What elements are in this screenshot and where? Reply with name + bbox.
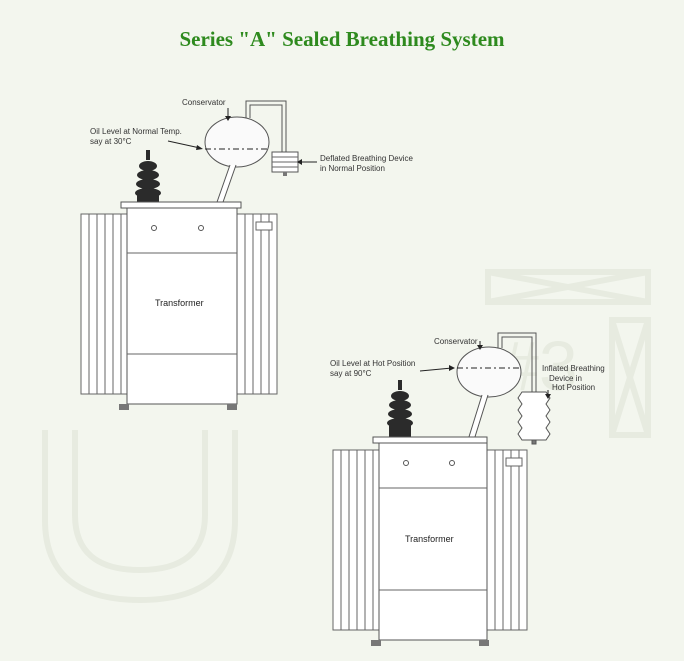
right-radiator	[486, 449, 528, 631]
transformer-tank	[378, 442, 488, 641]
device-label-line1: Inflated Breathing	[542, 364, 605, 373]
transformer-tank	[126, 207, 238, 405]
oil-level-label-line2: say at 90°C	[330, 369, 372, 378]
oil-level-label-line1: Oil Level at Normal Temp.	[90, 127, 182, 136]
device-label-line2: Device in	[549, 374, 582, 383]
conservator-pipe	[467, 394, 489, 441]
conservator-label: Conservator	[434, 337, 478, 346]
inflated-breathing-device	[517, 391, 551, 445]
transformer-label: Transformer	[405, 534, 454, 544]
left-radiator	[332, 449, 380, 631]
conservator-tank	[204, 116, 270, 168]
conservator-tank	[456, 346, 522, 398]
hv-bushing	[135, 150, 161, 202]
diagram-normal-temp: Conservator Oil Level at Normal Temp. sa…	[80, 98, 413, 410]
tank-lid	[120, 201, 242, 209]
deflated-breathing-device	[271, 151, 299, 176]
diagram-hot-position: Conservator Oil Level at Hot Position sa…	[330, 332, 605, 646]
breather-pipe	[245, 100, 287, 152]
conservator-pipe	[215, 164, 237, 206]
device-label-line1: Deflated Breathing Device	[320, 154, 413, 163]
right-radiator	[236, 213, 278, 395]
device-label-line2: in Normal Position	[320, 164, 385, 173]
tank-wheels	[371, 640, 489, 646]
page-title: Series "A" Sealed Breathing System	[179, 27, 505, 51]
device-label-line3: Hot Position	[552, 383, 595, 392]
breather-pipe	[497, 332, 537, 392]
transformer-label: Transformer	[155, 298, 204, 308]
tank-lid	[372, 436, 488, 444]
conservator-label: Conservator	[182, 98, 226, 107]
oil-level-label-line1: Oil Level at Hot Position	[330, 359, 415, 368]
tank-wheels	[119, 404, 237, 410]
hv-bushing	[387, 380, 413, 437]
left-radiator	[80, 213, 128, 395]
oil-level-label-line2: say at 30°C	[90, 137, 132, 146]
